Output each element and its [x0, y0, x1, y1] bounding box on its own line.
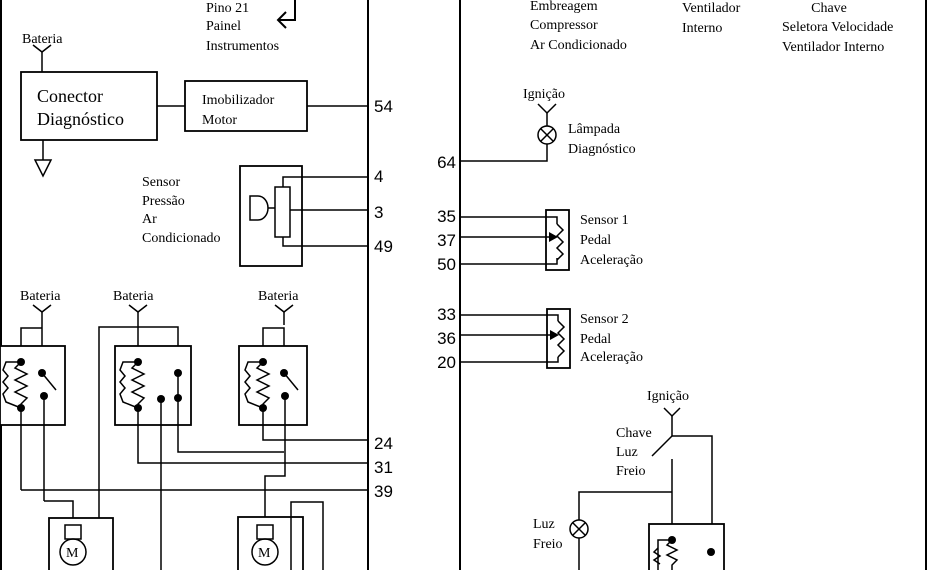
sensor-pressao-label-2: Pressão: [142, 194, 185, 209]
relay-3: [238, 304, 368, 520]
relay2-bateria-label: Bateria: [113, 289, 154, 304]
pin-33: 33: [437, 305, 456, 324]
chave-seletora-label-2: Seletora Velocidade: [782, 20, 893, 35]
sensor-pressao-label-3: Ar: [142, 212, 157, 227]
pin-50: 50: [437, 255, 456, 274]
pin-31: 31: [374, 458, 393, 477]
bateria-antenna-icon: [32, 44, 52, 72]
ignicao-label: Ignição: [523, 87, 565, 102]
motor-2: [237, 501, 324, 570]
lampada-diagnostico: [460, 103, 557, 162]
painel-label-3: Instrumentos: [206, 39, 279, 54]
sensor1-label-3: Aceleração: [580, 253, 643, 268]
sensor1-pedal: [460, 209, 570, 271]
embreagem-label-3: Ar Condicionado: [530, 38, 627, 53]
luz-freio-label-2: Freio: [533, 537, 563, 552]
chave-luz-label-1: Chave: [616, 426, 652, 441]
bateria-label: Bateria: [22, 32, 63, 47]
chave-seletora-label-3: Ventilador Interno: [782, 40, 884, 55]
pin-3: 3: [374, 203, 383, 222]
ventilador-label-2: Interno: [682, 21, 722, 36]
relay-1: [0, 304, 66, 501]
embreagem-label-2: Compressor: [530, 18, 598, 33]
motor-1: [48, 517, 114, 570]
relay-2: [98, 304, 368, 570]
pin-36: 36: [437, 329, 456, 348]
pin-4: 4: [374, 167, 383, 186]
chave-seletora-label-1: Chave: [811, 1, 847, 16]
lampada-label-1: Lâmpada: [568, 122, 621, 137]
chave-luz-label-3: Freio: [616, 464, 646, 479]
sensor-pressao-label-1: Sensor: [142, 175, 180, 190]
imobilizador-label-1: Imobilizador: [202, 93, 275, 108]
painel-label-1: Pino 21: [206, 1, 249, 16]
pin-35: 35: [437, 207, 456, 226]
pin-24: 24: [374, 434, 393, 453]
relay3-bateria-label: Bateria: [258, 289, 299, 304]
ventilador-label-1: Ventilador: [682, 1, 741, 16]
motor2-symbol: M: [258, 546, 271, 561]
chave-luz-label-2: Luz: [616, 445, 638, 460]
ignicao-label-2: Ignição: [647, 389, 689, 404]
imobilizador-label-2: Motor: [202, 113, 237, 128]
pressure-sensor-icon: [249, 176, 368, 247]
luz-freio-lamp-icon: [569, 519, 589, 570]
painel-arrow-icon: [276, 0, 296, 29]
sensor1-label-1: Sensor 1: [580, 213, 629, 228]
pin-20: 20: [437, 353, 456, 372]
pin-54: 54: [374, 97, 393, 116]
pin-64: 64: [437, 153, 456, 172]
conector-diagnostico-box: [20, 71, 158, 141]
conector-label-1: Conector: [37, 86, 103, 106]
sensor2-pedal: [460, 308, 571, 369]
pin-37: 37: [437, 231, 456, 250]
lampada-label-2: Diagnóstico: [568, 142, 636, 157]
painel-label-2: Painel: [206, 19, 241, 34]
pin-49: 49: [374, 237, 393, 256]
ground-icon: [33, 140, 53, 178]
sensor2-label-3: Aceleração: [580, 350, 643, 365]
chave-luz-freio: [578, 407, 725, 570]
embreagem-label-1: Embreagem: [530, 0, 598, 14]
relay1-bateria-label: Bateria: [20, 289, 61, 304]
sensor1-label-2: Pedal: [580, 233, 611, 248]
wire-motor1: [44, 500, 74, 520]
motor1-symbol: M: [66, 546, 79, 561]
pin-39: 39: [374, 482, 393, 501]
luz-freio-label-1: Luz: [533, 517, 555, 532]
conector-label-2: Diagnóstico: [37, 109, 124, 129]
sensor-pressao-label-4: Condicionado: [142, 231, 221, 246]
imobilizador-box: [184, 80, 308, 132]
sensor2-label-1: Sensor 2: [580, 312, 629, 327]
sensor2-label-2: Pedal: [580, 332, 611, 347]
